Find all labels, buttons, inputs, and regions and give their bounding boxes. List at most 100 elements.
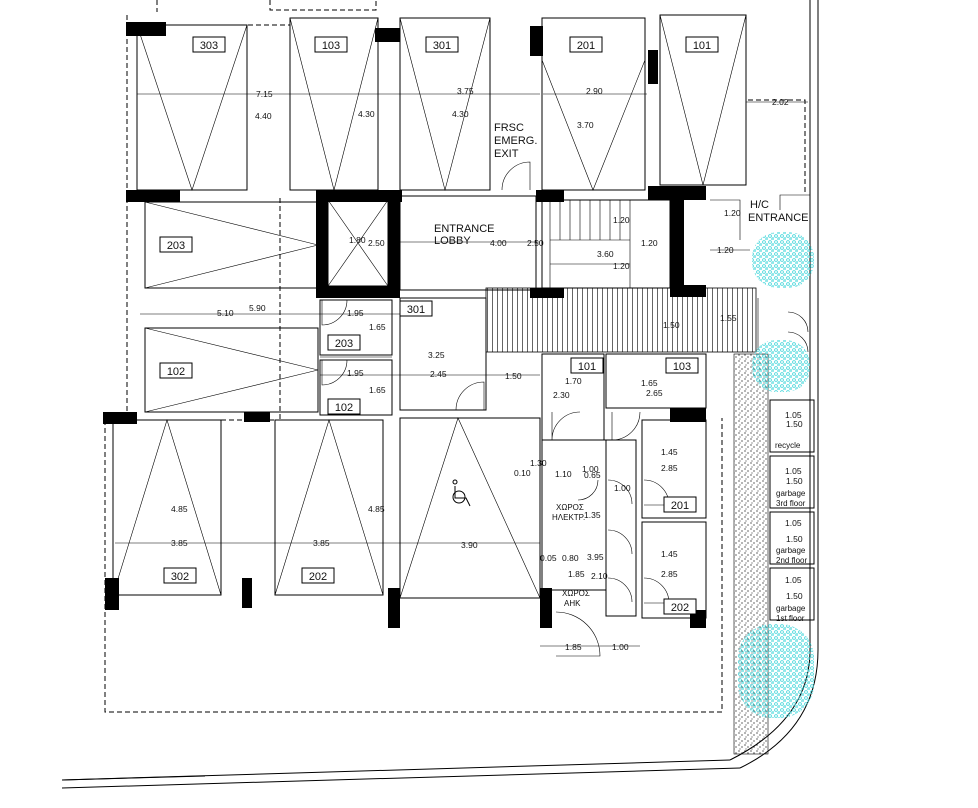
dimension-lines <box>115 90 808 647</box>
hc-label-1: H/C <box>750 199 769 211</box>
dim-label: 1.05 <box>785 466 802 476</box>
dim-label: 4.85 <box>368 504 385 514</box>
dim-label: 4.85 <box>171 504 188 514</box>
tree-1 <box>752 232 814 288</box>
dim-label: 0.10 <box>514 468 531 478</box>
frsc-label-1: FRSC <box>494 122 524 134</box>
dim-label: 1.20 <box>717 245 734 255</box>
dim-label: 1.95 <box>347 368 364 378</box>
tree-2 <box>752 340 810 392</box>
dim-label: 1.80 <box>349 235 366 245</box>
tag-201-storage: 201 <box>671 500 689 512</box>
dim-label: 1.95 <box>347 308 364 318</box>
dim-label: 3.70 <box>577 120 594 130</box>
hc-label-2: ENTRANCE <box>748 212 809 224</box>
dim-label: 1.20 <box>641 238 658 248</box>
dim-label: 3.85 <box>171 538 188 548</box>
dim-label: 1.85 <box>568 569 585 579</box>
tag-301-storage: 301 <box>407 304 425 316</box>
dim-label: 3.25 <box>428 350 445 360</box>
dim-label: 1.50 <box>786 591 803 601</box>
tag-102-storage: 102 <box>335 402 353 414</box>
dim-label: 2.65 <box>646 388 663 398</box>
dim-label: 1.65 <box>369 385 386 395</box>
dim-label: 7.15 <box>256 89 273 99</box>
tag-202-bottom: 202 <box>309 571 327 583</box>
dim-label: 1.50 <box>786 476 803 486</box>
tag-302-bottom: 302 <box>171 571 189 583</box>
unit-tag-labels: 303 103 301 201 101 203 102 301 203 102 … <box>167 40 711 614</box>
dim-label: 3.75 <box>457 86 474 96</box>
dim-label: 0.65 <box>584 470 601 480</box>
dim-label: 1.45 <box>661 447 678 457</box>
dim-label: 1.70 <box>565 376 582 386</box>
dim-label: 1.65 <box>369 322 386 332</box>
dim-label: 1.50 <box>786 419 803 429</box>
tree-3 <box>738 624 814 718</box>
garbage-label-1: garbage <box>776 604 806 613</box>
dim-label: 1.35 <box>584 510 601 520</box>
dim-label: 1.20 <box>613 261 630 271</box>
dim-label: 2.10 <box>591 571 608 581</box>
door-swings <box>321 161 809 657</box>
dim-label: 2.90 <box>586 86 603 96</box>
dim-label: 1.50 <box>663 320 680 330</box>
dim-label: 3.85 <box>313 538 330 548</box>
dim-label: 2.85 <box>661 569 678 579</box>
dim-label: 4.30 <box>452 109 469 119</box>
wheelchair-icon <box>452 479 471 507</box>
dim-label: 2.85 <box>661 463 678 473</box>
dim-label: 1.10 <box>555 469 572 479</box>
dim-label: 1.50 <box>505 371 522 381</box>
tag-101-top: 101 <box>693 40 711 52</box>
dim-label: 0.80 <box>562 553 579 563</box>
tag-202-storage: 202 <box>671 602 689 614</box>
parking-row-top <box>136 14 747 192</box>
dim-label: 1.55 <box>720 313 737 323</box>
floor-label-3: 3rd floor <box>776 499 806 508</box>
parking-row-bottom <box>112 417 541 599</box>
floor-label-1: 1st floor <box>776 614 805 623</box>
dim-label: 0.05 <box>540 553 557 563</box>
dim-label: 1.05 <box>785 575 802 585</box>
tag-103-storage: 103 <box>673 361 691 373</box>
dim-label: 1.05 <box>785 518 802 528</box>
dim-label: 4.40 <box>255 111 272 121</box>
unit-tags <box>159 36 719 615</box>
dim-label: 1.65 <box>641 378 658 388</box>
dim-label: 1.05 <box>785 410 802 420</box>
ahk-label-1: ΧΩΡΟΣ <box>562 589 590 598</box>
elec-label-1: ΧΩΡΟΣ <box>556 503 584 512</box>
dim-label: 2.50 <box>527 238 544 248</box>
dim-label: 1.30 <box>530 458 547 468</box>
dim-label: 1.45 <box>661 549 678 559</box>
dim-label: 3.95 <box>587 552 604 562</box>
dim-label: 2.30 <box>553 390 570 400</box>
dimension-labels: 7.15 4.40 4.30 3.75 4.30 2.90 3.70 2.02 … <box>171 86 803 652</box>
tag-103-top: 103 <box>322 40 340 52</box>
dim-label: 3.60 <box>597 249 614 259</box>
room-labels: ENTRANCE LOBBY FRSC EMERG. EXIT H/C ENTR… <box>434 122 809 623</box>
ahk-label-2: ΑΗΚ <box>564 599 581 608</box>
dim-label: 1.00 <box>612 642 629 652</box>
tag-102-left: 102 <box>167 366 185 378</box>
floor-label-2: 2nd floor <box>776 556 807 565</box>
tag-203-storage: 203 <box>335 338 353 350</box>
entrance-lobby-label-1: ENTRANCE <box>434 223 495 235</box>
garbage-label-3: garbage <box>776 489 806 498</box>
dim-label: 5.10 <box>217 308 234 318</box>
dim-label: 1.00 <box>614 483 631 493</box>
dim-label: 2.02 <box>772 97 789 107</box>
tag-303-top: 303 <box>200 40 218 52</box>
dim-label: 2.45 <box>430 369 447 379</box>
tag-201-top: 201 <box>577 40 595 52</box>
frsc-label-2: EMERG. <box>494 135 537 147</box>
dim-label: 1.20 <box>613 215 630 225</box>
dim-label: 4.00 <box>490 238 507 248</box>
dim-label: 1.00 <box>582 464 599 474</box>
landscape-trees <box>738 232 814 718</box>
dim-label: 1.85 <box>565 642 582 652</box>
dim-label: 1.50 <box>786 534 803 544</box>
interior-partitions <box>319 194 810 619</box>
